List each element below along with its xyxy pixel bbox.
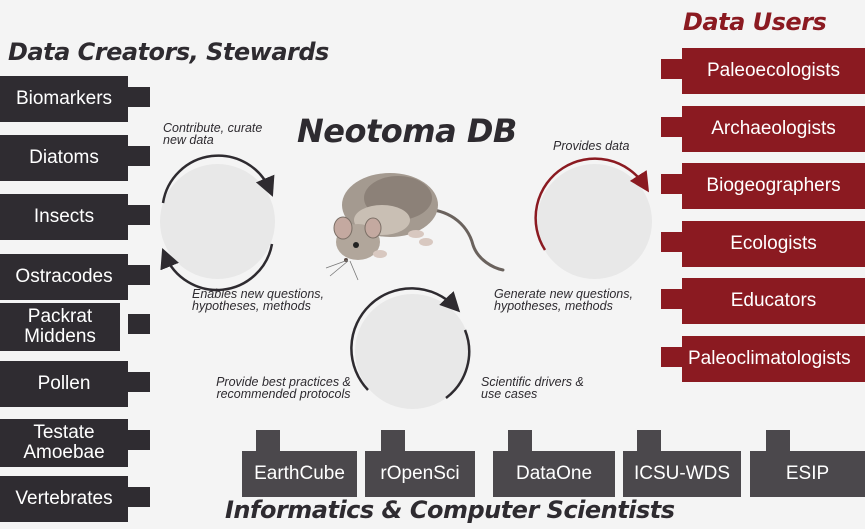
informatics-heading: Informatics & Computer Scientists [225, 496, 675, 524]
informatics-tab [256, 430, 280, 452]
caption-drivers: Scientific drivers & use cases [481, 375, 584, 401]
informatics-label: rOpenSci [380, 463, 460, 484]
creator-label: Diatoms [29, 147, 99, 168]
informatics-box-earthcube: EarthCube [242, 451, 357, 497]
user-tab [661, 347, 683, 367]
circular-arrow-icon [350, 287, 461, 391]
circular-arrow-icon [161, 154, 275, 204]
user-label: Paleoecologists [706, 60, 841, 81]
user-tab [661, 174, 683, 194]
informatics-box-icsu-wds: ICSU-WDS [623, 451, 741, 497]
creator-tab [128, 314, 150, 334]
creator-tab [128, 265, 150, 285]
user-box-educators: Educators [682, 278, 865, 324]
creator-box-vertebrates: Vertebrates [0, 476, 128, 522]
creator-box-diatoms: Diatoms [0, 135, 128, 181]
informatics-box-esip: ESIP [750, 451, 865, 497]
creator-box-insects: Insects [0, 194, 128, 240]
user-label: Biogeographers [706, 175, 841, 196]
creator-tab [128, 430, 150, 450]
creator-box-ostracodes: Ostracodes [0, 254, 128, 300]
creator-tab [128, 372, 150, 392]
informatics-box-dataone: DataOne [493, 451, 615, 497]
creator-box-packrat-middens: Packrat Middens [0, 303, 120, 351]
informatics-tab [766, 430, 790, 452]
creator-box-biomarkers: Biomarkers [0, 76, 128, 122]
user-box-ecologists: Ecologists [682, 221, 865, 267]
creator-label: Ostracodes [15, 266, 113, 287]
informatics-label: ICSU-WDS [633, 463, 731, 484]
packrat-illustration-icon [325, 173, 505, 281]
caption-generate: Generate new questions, hypotheses, meth… [494, 287, 633, 313]
creator-tab [128, 205, 150, 225]
informatics-tab [381, 430, 405, 452]
circular-arrow-icon [160, 243, 274, 292]
creator-box-pollen: Pollen [0, 361, 128, 407]
caption-provides: Provides data [553, 139, 630, 153]
user-box-paleoecologists: Paleoecologists [682, 48, 865, 94]
user-tab [661, 232, 683, 252]
informatics-tab [637, 430, 661, 452]
creator-label: Insects [33, 206, 95, 227]
caption-best-practices: Provide best practices & recommended pro… [216, 375, 351, 401]
creator-tab [128, 87, 150, 107]
user-box-biogeographers: Biogeographers [682, 163, 865, 209]
creator-label: Pollen [37, 373, 91, 394]
user-label: Paleoclimatologists [688, 348, 851, 369]
creator-tab [128, 146, 150, 166]
creator-tab [128, 487, 150, 507]
creator-cycle-fill [160, 164, 275, 279]
user-label: Archaeologists [711, 118, 836, 139]
caption-contribute: Contribute, curate new data [163, 121, 263, 147]
neotoma-db-title: Neotoma DB [297, 112, 517, 150]
user-tab [661, 289, 683, 309]
creator-box-testate-amoebae: Testate Amoebae [0, 419, 128, 467]
creator-label: Biomarkers [15, 88, 113, 109]
data-creators-heading: Data Creators, Stewards [8, 38, 329, 66]
informatics-cycle-fill [355, 294, 470, 409]
user-tab [661, 117, 683, 137]
informatics-label: EarthCube [254, 463, 345, 484]
circular-arrow-icon [534, 157, 650, 251]
informatics-tab [508, 430, 532, 452]
user-label: Educators [730, 290, 817, 311]
caption-enables: Enables new questions, hypotheses, metho… [192, 287, 325, 313]
user-tab [661, 59, 683, 79]
data-users-heading: Data Users [683, 8, 827, 36]
user-label: Ecologists [730, 233, 817, 254]
creator-label: Vertebrates [15, 488, 113, 509]
informatics-label: ESIP [785, 463, 830, 484]
creator-label: Packrat Middens [24, 306, 96, 347]
creator-label: Testate Amoebae [23, 422, 105, 463]
user-box-archaeologists: Archaeologists [682, 106, 865, 152]
informatics-label: DataOne [515, 463, 593, 484]
informatics-box-ropensci: rOpenSci [365, 451, 475, 497]
circular-arrow-icon [445, 329, 471, 399]
user-box-paleoclimatologists: Paleoclimatologists [682, 336, 865, 382]
